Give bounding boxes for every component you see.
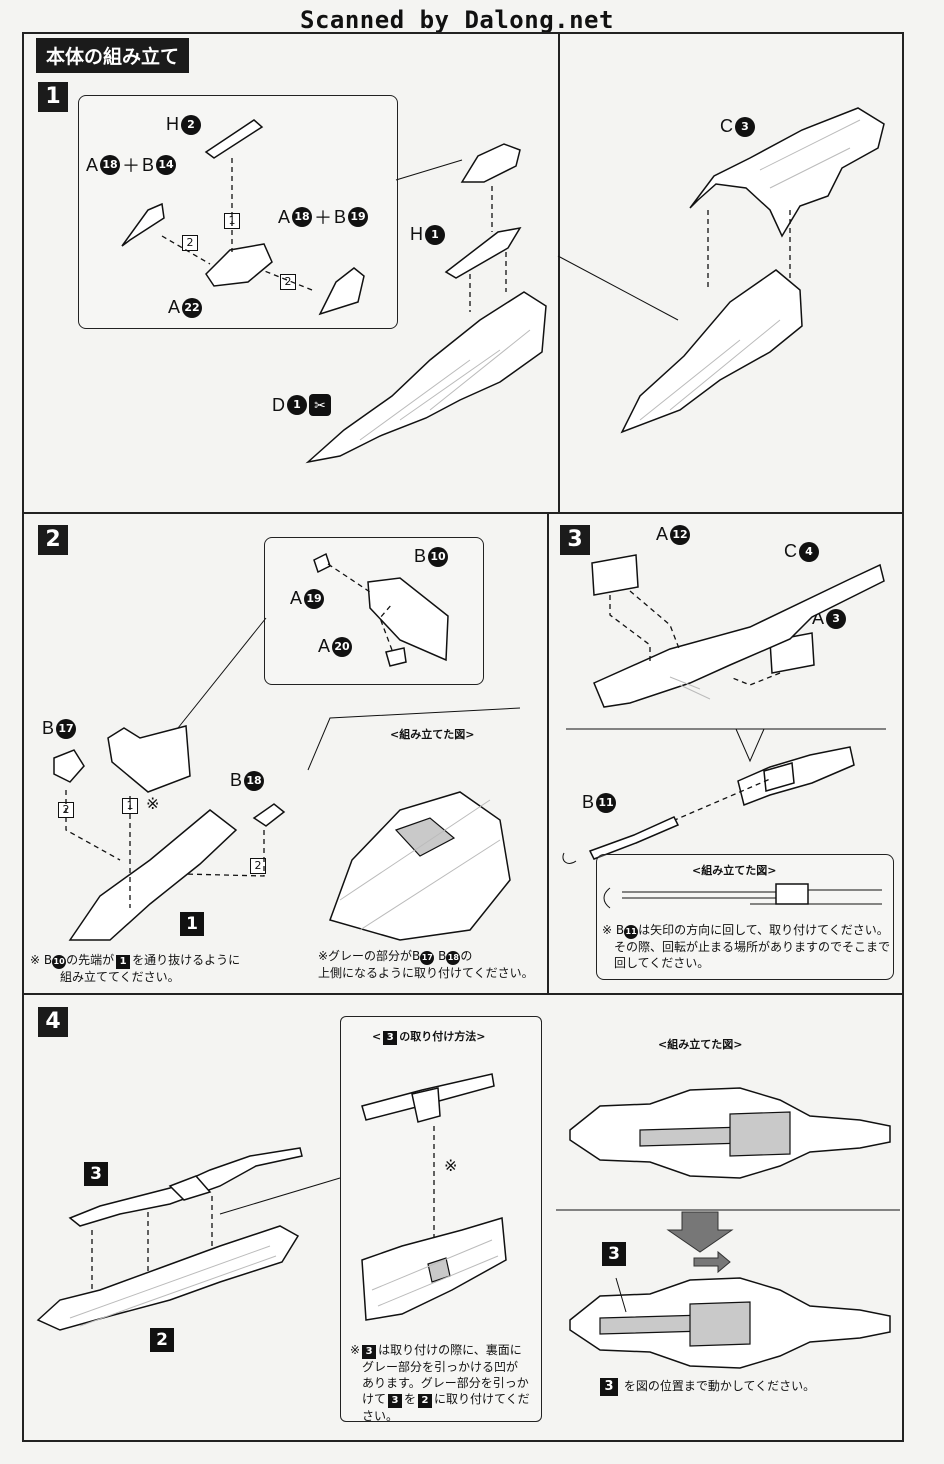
step4-mount-inset: [340, 1016, 542, 1422]
part-a20-inset: [385, 647, 407, 667]
step4-mount-diagram: [361, 1073, 507, 1321]
part-a22-block: [205, 243, 273, 287]
part-b14-left: [121, 202, 165, 247]
part-2-hull-step4: [36, 1225, 300, 1331]
divider-row1: [22, 512, 904, 514]
step4-part-3-moved-badge: 3: [602, 1242, 626, 1266]
part-c4-frame: [593, 563, 885, 708]
divider-step2-3: [547, 512, 549, 993]
assembled-view-step2: [329, 791, 511, 941]
part-a19-inset: [313, 552, 331, 574]
part-b10-inset: [367, 577, 449, 662]
step4-part-3-badge: 3: [84, 1162, 108, 1186]
step3-note: ※ B11は矢印の方向に回して、取り付けてください。 その際、回転が止まる場所が…: [602, 923, 891, 970]
divider-step1: [558, 32, 560, 512]
page-frame: [22, 32, 904, 1442]
part-h2-plate: [204, 119, 264, 159]
ref-mark-s2: ※: [146, 794, 160, 813]
order-mark-2-right: 2: [280, 274, 296, 290]
step4-illustration: [36, 1147, 341, 1331]
step-4-number: 4: [38, 1007, 68, 1037]
step-3-number: 3: [560, 525, 590, 555]
step-1-number: 1: [38, 82, 68, 112]
order-mark-2-left: 2: [182, 235, 198, 251]
assembled-caption-s4: <組み立てた図>: [658, 1038, 743, 1051]
step3-assembled-inset: [596, 854, 894, 980]
step1-illustration: [121, 107, 885, 464]
order-mark-2-s2b: 2: [250, 858, 266, 874]
assembled-caption-s3: <組み立てた図>: [692, 864, 777, 877]
down-arrow-icon: [666, 1211, 734, 1253]
ref-mark-s4: ※: [444, 1156, 458, 1175]
rotation-arrow-icon: [603, 887, 611, 909]
step-2-number: 2: [38, 525, 68, 555]
right-arrow-icon: [693, 1250, 731, 1274]
step4-assembled-views: [556, 1087, 900, 1369]
divider-row2: [22, 993, 904, 995]
step4-move-note: 3 を図の位置まで動かしてください。: [598, 1378, 898, 1396]
step2-note-2: ※グレーの部分がB17 B18の 上側になるように取り付けてください。: [318, 949, 534, 980]
assembled-caption-s2: <組み立てた図>: [390, 728, 475, 741]
part-b19-right: [318, 267, 365, 316]
cut-tool-icon: ✂: [309, 394, 331, 416]
part-main-hull-right: [620, 269, 803, 434]
part-cockpit-piece: [460, 143, 521, 183]
part-c3-upper: [689, 107, 885, 238]
part-main-hull-left: [305, 291, 547, 464]
part-hull-step2: [68, 809, 238, 941]
step3-illustration: [562, 554, 886, 864]
part-b11-shaft: [588, 816, 680, 860]
step2-illustration: [53, 552, 521, 941]
part-a12: [591, 554, 639, 596]
step4-part-2-badge: 2: [150, 1328, 174, 1352]
section-title: 本体の組み立て: [36, 38, 190, 73]
step2-part-1-badge: 1: [180, 912, 204, 936]
part-b17: [53, 749, 85, 783]
step3-assembled-diagram: [603, 883, 882, 909]
part-frame-detail: [737, 746, 855, 807]
part-h1-plate: [444, 226, 522, 279]
part-b18: [252, 803, 286, 827]
part-b10-main: [107, 725, 191, 793]
watermark: Scanned by Dalong.net: [300, 6, 614, 34]
